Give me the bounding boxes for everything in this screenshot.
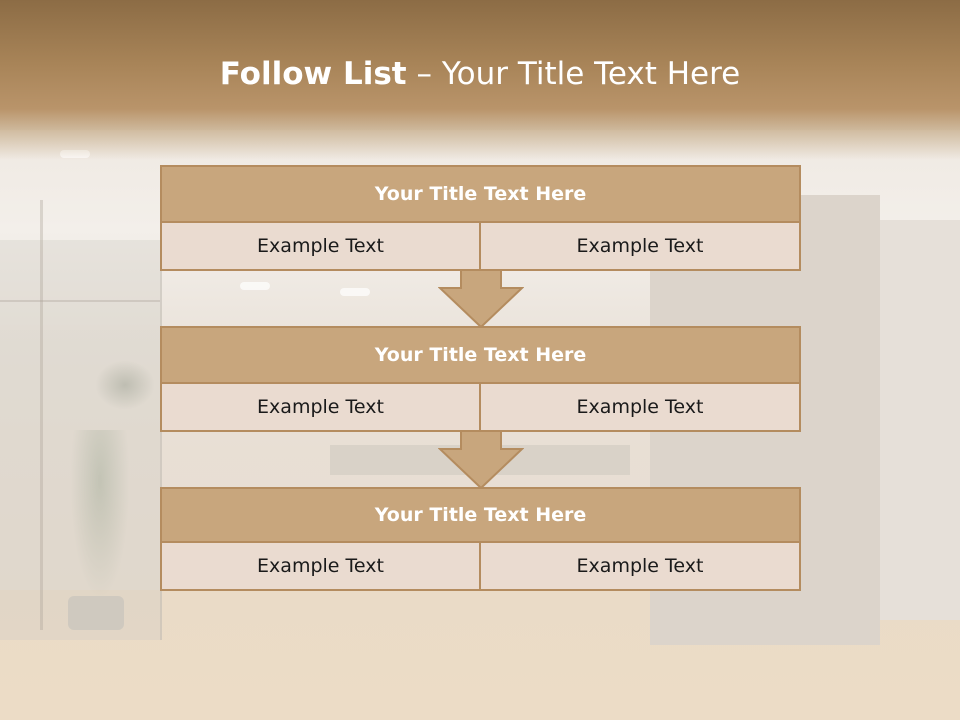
step-cell-right: Example Text — [479, 541, 801, 591]
slide-title: Follow List – Your Title Text Here — [0, 56, 960, 92]
step-cell-left: Example Text — [160, 221, 481, 271]
background-frame-line — [0, 300, 160, 302]
slide-title-rest: Your Title Text Here — [441, 56, 741, 92]
down-arrow-icon — [438, 430, 524, 490]
background-plant — [95, 360, 155, 410]
background-frame-line — [40, 200, 43, 630]
step-cell-right: Example Text — [479, 221, 801, 271]
step-cell-left: Example Text — [160, 541, 481, 591]
background-glass-partition — [0, 240, 162, 640]
step-title: Your Title Text Here — [160, 487, 801, 543]
step-title: Your Title Text Here — [160, 326, 801, 384]
background-ceiling-light — [240, 282, 270, 290]
step-cell-right: Example Text — [479, 382, 801, 432]
slide-title-bold: Follow List — [219, 56, 407, 92]
background-ceiling-light — [340, 288, 370, 296]
background-wall — [880, 220, 960, 620]
step-title: Your Title Text Here — [160, 165, 801, 223]
header-band — [0, 0, 960, 160]
step-cell-left: Example Text — [160, 382, 481, 432]
down-arrow-icon — [438, 269, 524, 329]
background-plant-pot — [68, 596, 124, 630]
slide-title-separator: – — [406, 56, 442, 92]
background-plant — [70, 430, 130, 600]
